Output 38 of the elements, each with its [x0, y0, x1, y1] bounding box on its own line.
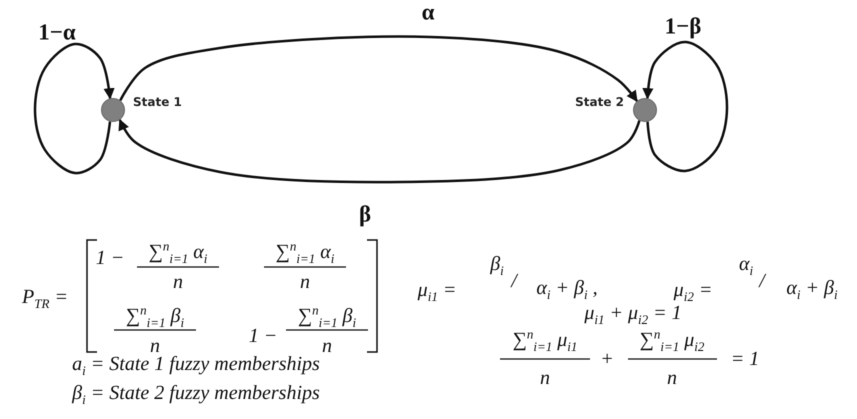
numerator: ∑$^{n}$$_{i=1}$ α$_{i}$ [276, 241, 334, 263]
equation-term: μ$_{i1}$ = [418, 279, 456, 301]
equation-term: μ$_{i2}$ = [674, 279, 712, 301]
fraction-slash: / [511, 270, 517, 292]
state-node [101, 98, 125, 122]
numerator: ∑$^{n}$$_{i=1}$ α$_{i}$ [148, 241, 208, 263]
equation-term: + [600, 348, 614, 370]
denominator: α$_{i}$ + β$_{i}$ [786, 277, 838, 299]
numerator: ∑$^{n}$$_{i=1}$ μ$_{i2}$ [640, 329, 704, 351]
denominator: n [300, 271, 310, 293]
equation-term: 1 − [248, 325, 278, 347]
fraction-slash: / [759, 270, 765, 292]
denominator: n [667, 367, 677, 389]
equation-term: = 1 [730, 348, 760, 370]
state-node [633, 98, 657, 122]
denominator: n [173, 271, 183, 293]
edge-label: 1−α [38, 20, 76, 44]
equation-text: μ$_{i1}$ + μ$_{i2}$ = 1 [584, 302, 682, 324]
edge-label: α [422, 0, 434, 24]
denominator: n [322, 335, 332, 357]
arrow [34, 42, 115, 174]
numerator: ∑$^{n}$$_{i=1}$ β$_{i}$ [298, 305, 356, 327]
state-label: State 1 [133, 95, 182, 109]
equation-term: P$_{TR}$ = [22, 286, 68, 308]
arrow [118, 118, 641, 184]
numerator: α$_{i}$ [738, 253, 754, 275]
numerator: ∑$^{n}$$_{i=1}$ μ$_{i1}$ [512, 329, 578, 351]
numerator: β$_{i}$ [490, 253, 504, 275]
numerator: ∑$^{n}$$_{i=1}$ β$_{i}$ [126, 305, 184, 327]
arrow [119, 35, 638, 102]
arrow [642, 40, 728, 172]
edge-label: β [358, 202, 372, 226]
denominator: n [540, 367, 550, 389]
equation-term: 1 − [96, 247, 124, 269]
edge-label: 1−β [664, 14, 702, 38]
definition-text: β$_{i}$ = State 2 fuzzy memberships [72, 382, 320, 404]
state-label: State 2 [575, 95, 624, 109]
denominator: α$_{i}$ + β$_{i}$ , [536, 277, 598, 299]
